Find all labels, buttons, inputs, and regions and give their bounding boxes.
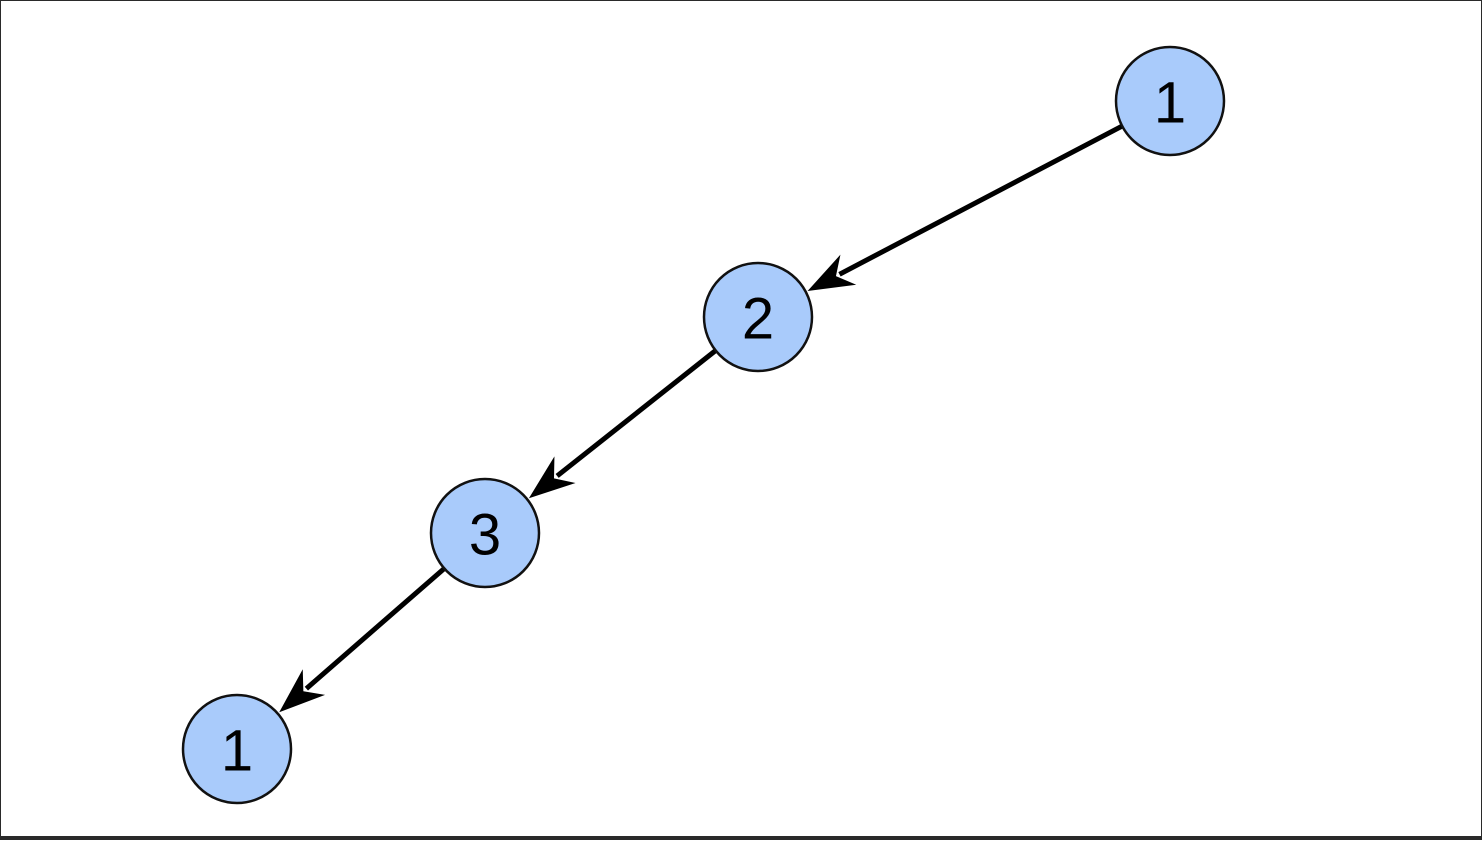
node-circle <box>702 261 814 373</box>
node-circle <box>1114 45 1226 157</box>
node-label: 3 <box>469 503 501 568</box>
edge-arrow-2 <box>279 566 446 713</box>
graph-node-3: 1 <box>181 693 293 805</box>
edge-arrow-0 <box>807 123 1124 291</box>
node-circle <box>429 477 541 589</box>
nodes-layer: 1 2 3 1 <box>181 45 1226 805</box>
graph-node-2: 3 <box>429 477 541 589</box>
node-label: 1 <box>1154 71 1186 136</box>
arrowhead-icon <box>528 456 576 499</box>
graph-node-1: 2 <box>702 261 814 373</box>
edge-line <box>555 348 718 478</box>
graph-node-0: 1 <box>1114 45 1226 157</box>
node-circle <box>181 693 293 805</box>
arrowhead-icon <box>807 254 857 291</box>
edges-layer <box>279 123 1124 713</box>
edge-line <box>304 566 446 691</box>
arrowhead-icon <box>279 669 326 713</box>
node-label: 1 <box>221 719 253 784</box>
edge-line <box>838 123 1124 277</box>
node-label: 2 <box>742 287 774 352</box>
edge-arrow-1 <box>528 348 718 499</box>
